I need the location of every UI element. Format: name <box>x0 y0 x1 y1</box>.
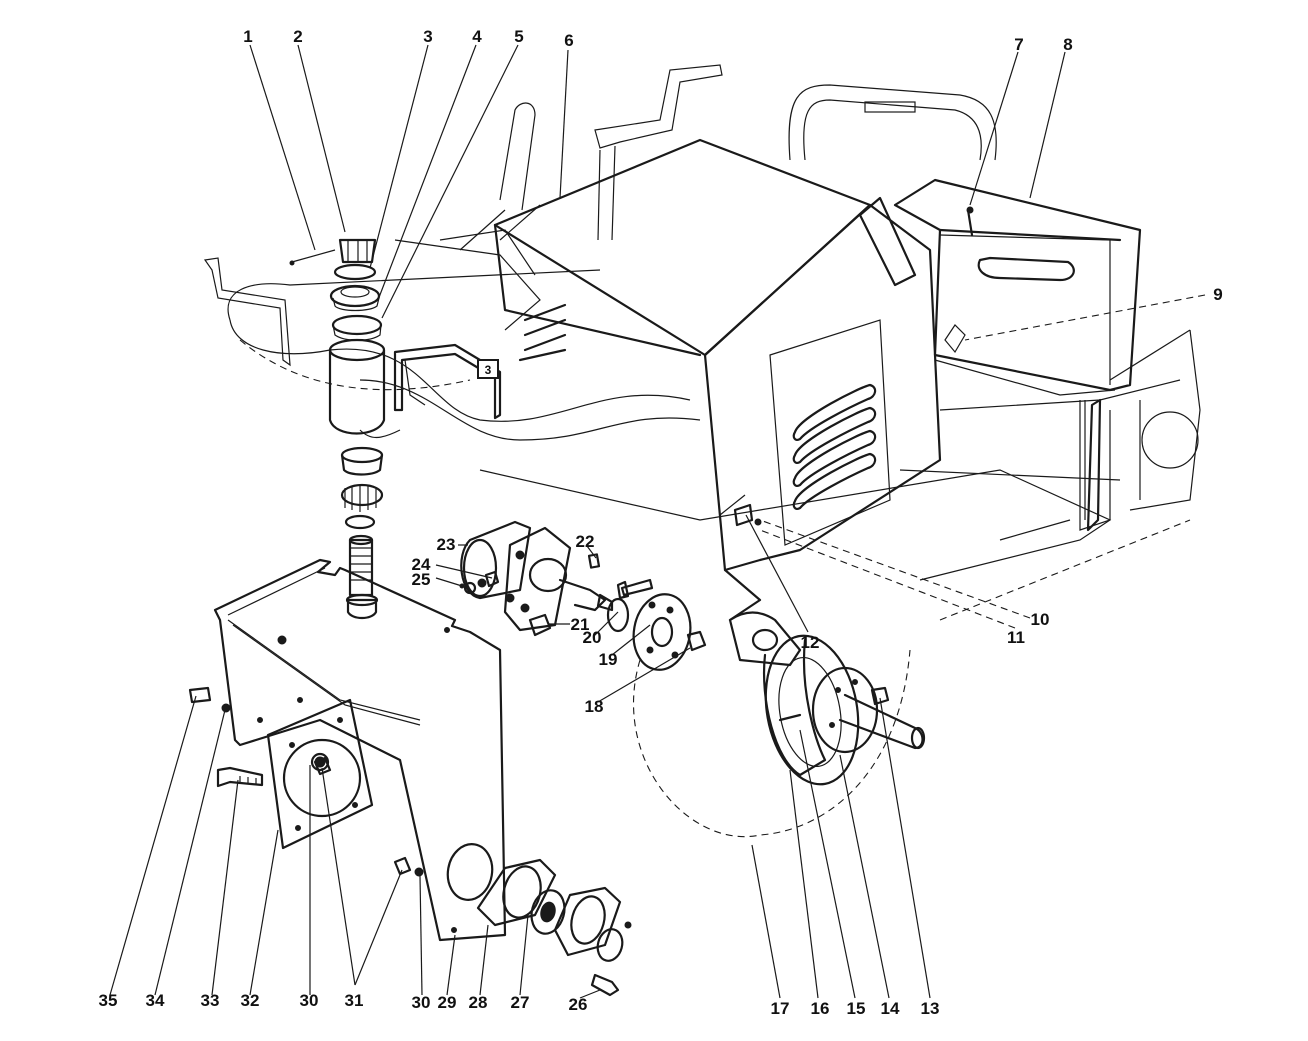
callout-19: 19 <box>599 650 618 669</box>
loose-fasteners <box>188 206 1102 877</box>
callout-30-left: 30 <box>300 991 319 1010</box>
callout-6: 6 <box>564 31 573 50</box>
seat-pan <box>893 178 1142 396</box>
callout-23: 23 <box>437 535 456 554</box>
bearing-stack <box>476 858 632 997</box>
callout-labels: 1 2 3 4 5 6 7 8 9 10 11 12 13 14 15 16 1… <box>99 27 1223 1018</box>
callout-7: 7 <box>1014 35 1023 54</box>
callout-30-right: 30 <box>412 993 431 1012</box>
body-panel <box>493 138 942 622</box>
callout-28: 28 <box>469 993 488 1012</box>
callout-34: 34 <box>146 991 165 1010</box>
callout-11: 11 <box>1007 628 1025 647</box>
kingpin-assembly <box>289 238 386 620</box>
bracket-mark: 3 <box>485 363 492 377</box>
callout-26: 26 <box>569 995 588 1014</box>
callout-1: 1 <box>243 27 252 46</box>
louvers <box>792 383 877 510</box>
callout-4: 4 <box>472 27 482 46</box>
callout-27: 27 <box>511 993 530 1012</box>
wheel-outline <box>633 649 911 838</box>
callout-5: 5 <box>514 27 523 46</box>
steering-box <box>460 520 614 632</box>
callout-12: 12 <box>801 633 820 652</box>
callout-2: 2 <box>293 27 302 46</box>
callout-24: 24 <box>412 555 431 574</box>
adapter-plate <box>266 698 374 850</box>
callout-31: 31 <box>345 991 364 1010</box>
callout-16: 16 <box>811 999 830 1018</box>
callout-15: 15 <box>847 999 866 1018</box>
callout-29: 29 <box>438 993 457 1012</box>
mounting-plate <box>213 558 507 942</box>
callout-20: 20 <box>583 628 602 647</box>
callout-21: 21 <box>571 615 590 634</box>
callout-3: 3 <box>423 27 432 46</box>
callout-17: 17 <box>771 999 790 1018</box>
callout-33: 33 <box>201 991 220 1010</box>
callout-10: 10 <box>1031 610 1050 629</box>
callout-32: 32 <box>241 991 260 1010</box>
callout-18: 18 <box>585 697 604 716</box>
small-hardware <box>459 570 654 637</box>
callout-22: 22 <box>576 532 595 551</box>
callout-9: 9 <box>1213 285 1222 304</box>
callout-14: 14 <box>881 999 900 1018</box>
callout-25: 25 <box>412 570 431 589</box>
flange-hub <box>606 593 707 671</box>
callout-35: 35 <box>99 991 118 1010</box>
callout-13: 13 <box>921 999 940 1018</box>
leader-lines <box>109 44 1206 999</box>
axle-assembly <box>728 611 926 786</box>
callout-8: 8 <box>1063 35 1072 54</box>
